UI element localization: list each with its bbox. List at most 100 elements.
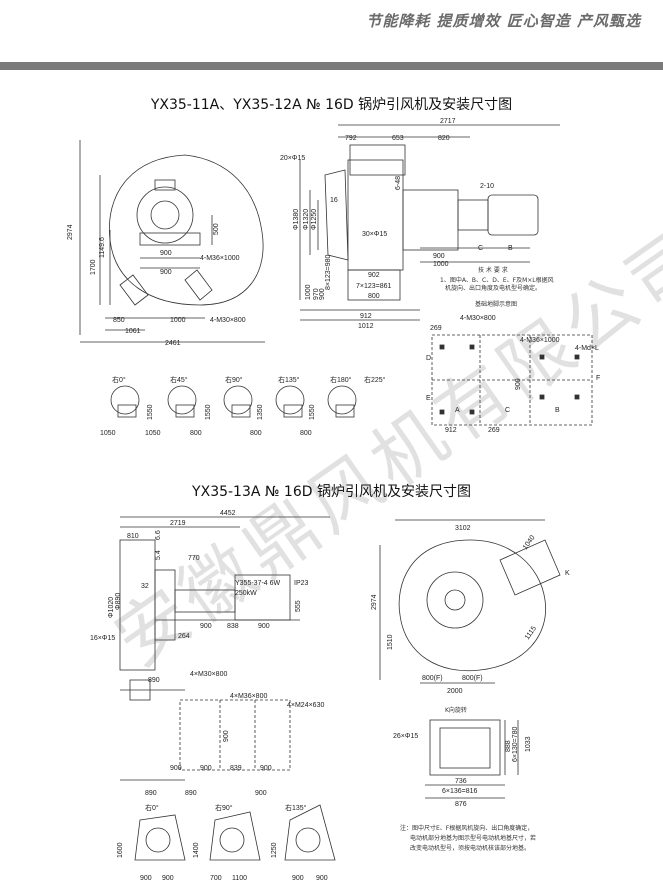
- plan-900v: 900: [223, 730, 230, 742]
- dim-2000: 2000: [447, 688, 463, 695]
- dim-d1320: Φ1320: [303, 209, 310, 230]
- dim-555: 555: [295, 600, 302, 612]
- kview-6x136: 6×136=816: [442, 788, 478, 795]
- dim-912: 912: [360, 313, 372, 320]
- view-dim-1: 1050: [100, 430, 116, 437]
- view-dim-2: 1050: [145, 430, 161, 437]
- dim-269: 269: [430, 325, 442, 332]
- dim-800: 800: [368, 293, 380, 300]
- bolt-s2-3: 4×M24×630: [287, 702, 324, 709]
- dim-1000s: 1000: [305, 284, 312, 300]
- fan-front-view-2: [379, 519, 561, 684]
- kview-876: 876: [455, 801, 467, 808]
- base-900: 900: [515, 378, 522, 390]
- dim-d1380: Φ1380: [293, 209, 300, 230]
- fan-front-view-1: [79, 140, 265, 343]
- view-label-1: 右0°: [112, 375, 126, 384]
- dim-1000c: 1000: [433, 261, 449, 268]
- base-bolt3: 4-Md×L: [575, 345, 599, 352]
- dim-900s: 900: [319, 288, 326, 300]
- base-bolt1: 4-M30×800: [460, 315, 496, 322]
- view2-h2: 1400: [193, 842, 200, 858]
- fan-side-view-1: [299, 124, 560, 321]
- bolt-top-1: 4-M36×1000: [200, 255, 240, 262]
- dim-2974-2: 2974: [371, 594, 378, 610]
- view2-label-1: 右0°: [145, 803, 159, 812]
- view2-h1: 1600: [117, 842, 124, 858]
- view2-w2: 900: [162, 875, 174, 882]
- view2-label-3: 右135°: [285, 803, 307, 812]
- dim-7x123: 7×123=861: [356, 283, 392, 290]
- dim-792: 792: [345, 135, 357, 142]
- dim-3102: 3102: [455, 525, 471, 532]
- view-dim-3: 800: [190, 430, 202, 437]
- tech-line2: 机旋向、出口角度及电机型号确定。: [445, 284, 541, 292]
- plan-890b: 890: [185, 790, 197, 797]
- foundation-plan-2: [179, 699, 291, 771]
- dim-2-10: 2-10: [480, 183, 494, 190]
- dim-900-s2a: 900: [200, 623, 212, 630]
- dim-820: 820: [438, 135, 450, 142]
- dim-2719: 2719: [170, 520, 186, 527]
- dim-770: 770: [188, 555, 200, 562]
- view2-h3: 1250: [271, 842, 278, 858]
- view2-w5: 900: [292, 875, 304, 882]
- base-c: C: [505, 407, 510, 414]
- dim-850: 850: [113, 317, 125, 324]
- base-269: 269: [488, 427, 500, 434]
- view-dim-8: 1350: [257, 404, 264, 420]
- dim-d1020: Φ1020: [108, 597, 115, 618]
- kview-title: K向旋转: [445, 706, 467, 714]
- plan-890a: 890: [145, 790, 157, 797]
- motor-model: Y355-37-4 6W: [235, 580, 281, 587]
- dim-900c: 900: [433, 253, 445, 260]
- view-label-6: 右225°: [364, 375, 386, 384]
- dim-8x123: 8×123=980: [325, 254, 332, 290]
- dim-1149: 1149.6: [99, 237, 106, 258]
- tech-line1: 1、图中A、B、C、D、E、F及M×L根据风: [440, 276, 554, 284]
- lbl-b: B: [508, 245, 513, 252]
- note-line3: 改变电动机型号，须按电动机核该部分地基。: [410, 844, 530, 852]
- dim-1040: 1040: [522, 534, 537, 551]
- base-d: D: [426, 355, 431, 362]
- kview-6x130: 6×130=780: [512, 726, 519, 762]
- dim-1700: 1700: [90, 259, 97, 275]
- dim-5-4: 5.4: [155, 550, 162, 560]
- rotation-views-1: [110, 385, 357, 418]
- dims-section1: 2974 1700 1149.6 900 900 500 4-M36×1000 …: [67, 118, 600, 437]
- kview-1033: 1033: [525, 736, 532, 752]
- dim-1000: 1000: [170, 317, 186, 324]
- plan-900b: 900: [200, 765, 212, 772]
- section1-title: YX35-11A、YX35-12A № 16D 锅炉引风机及安装尺寸图: [150, 97, 513, 113]
- base-912: 912: [445, 427, 457, 434]
- view2-w6: 900: [316, 875, 328, 882]
- base-a: A: [455, 407, 460, 414]
- dim-810: 810: [127, 533, 139, 540]
- base-bolt2: 4-M36×1000: [520, 337, 560, 344]
- note-line2: 电动机部分地基为图示型号电动机地基尺寸，若: [410, 834, 536, 842]
- foundation-sketch-1: [431, 334, 593, 426]
- lbl-k: K: [565, 570, 570, 577]
- base-title: 基础地脚示意图: [475, 300, 517, 308]
- plan-900d: 900: [255, 790, 267, 797]
- view-dim-7: 1550: [205, 404, 212, 420]
- kview-888: 888: [505, 740, 512, 752]
- view-label-4: 右135°: [278, 375, 300, 384]
- dim-6-6: 6.6: [155, 530, 162, 540]
- dim-800f1: 800(F): [422, 675, 443, 682]
- dim-800f2: 800(F): [462, 675, 483, 682]
- view-dim-9: 1550: [309, 404, 316, 420]
- view-label-5: 右180°: [330, 375, 352, 384]
- holes-16: 16×Φ15: [90, 635, 115, 642]
- view2-w3: 700: [210, 875, 222, 882]
- fan-side-view-2: [119, 516, 330, 781]
- view-label-2: 右45°: [170, 375, 188, 384]
- kview-736: 736: [455, 778, 467, 785]
- view2-w1: 900: [140, 875, 152, 882]
- rotation-views-2: [134, 804, 336, 861]
- lbl-c: C: [478, 245, 483, 252]
- k-view-flange: [425, 719, 519, 799]
- dim-d1250: Φ1250: [311, 209, 318, 230]
- dim-d890: Φ890: [115, 593, 122, 610]
- dim-1012: 1012: [358, 323, 374, 330]
